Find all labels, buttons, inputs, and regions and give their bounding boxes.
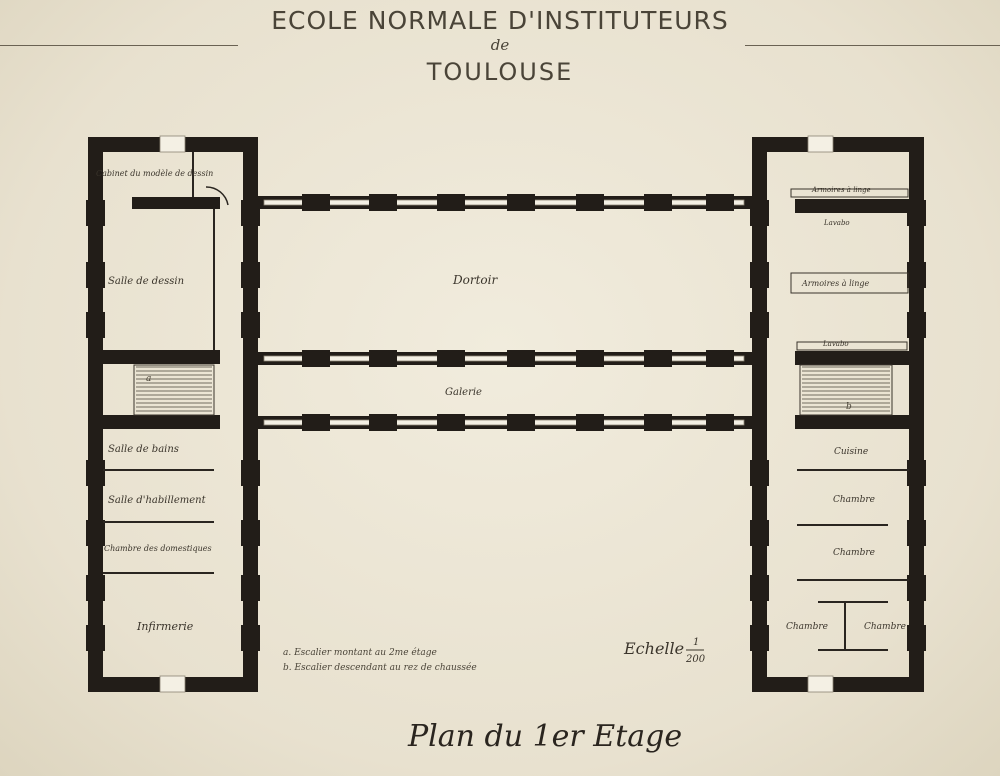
- scale-numerator: 1: [693, 637, 699, 648]
- label-cabinet: Cabinet du modèle de dessin: [96, 169, 213, 178]
- wall-pier: [241, 625, 260, 651]
- wall-pier: [644, 350, 672, 367]
- wall-pier: [576, 194, 604, 211]
- label-galerie: Galerie: [445, 387, 482, 398]
- wall-pier: [706, 350, 734, 367]
- header-rule-left: [0, 45, 238, 46]
- wall-pier: [576, 350, 604, 367]
- wall-pier: [86, 262, 105, 288]
- legend-b: b. Escalier descendant au rez de chaussé…: [283, 662, 477, 673]
- wall-pier: [507, 414, 535, 431]
- wall-pier: [750, 200, 769, 226]
- wall-pier: [706, 414, 734, 431]
- wall-pier: [507, 350, 535, 367]
- partitions: [103, 152, 909, 651]
- windows: [159, 135, 834, 693]
- label-chambre-4: Chambre: [864, 622, 906, 632]
- wall-pier: [241, 312, 260, 338]
- wall-pier: [437, 194, 465, 211]
- stair-a-marker: a: [146, 374, 151, 384]
- wall-pier: [750, 262, 769, 288]
- wall-pier: [750, 575, 769, 601]
- wall-pier: [369, 414, 397, 431]
- wall-lavabo-top: [795, 199, 924, 213]
- wall-pier: [86, 625, 105, 651]
- wall-stairs-north-right: [795, 351, 924, 365]
- wall-cabinet: [132, 197, 220, 209]
- scale-denominator: 200: [685, 654, 706, 665]
- wall-pier: [86, 312, 105, 338]
- wall-right-bottom: [752, 677, 924, 692]
- label-chambre-1: Chambre: [833, 495, 875, 505]
- wall-pier: [750, 520, 769, 546]
- wall-pier: [576, 414, 604, 431]
- stairs: a b: [133, 364, 893, 416]
- wall-pier: [907, 460, 926, 486]
- scale: Echelle 1 200: [623, 637, 706, 665]
- wall-pier: [369, 194, 397, 211]
- label-lavabo-1: Lavabo: [823, 219, 850, 227]
- label-armoires-2: Armoires à linge: [801, 279, 869, 288]
- wall-pier: [750, 460, 769, 486]
- wall-pier: [706, 194, 734, 211]
- wall-pier: [241, 460, 260, 486]
- wall-pier: [907, 200, 926, 226]
- label-salle-vetements: Salle d'habillement: [108, 495, 207, 506]
- legend-a: a. Escalier montant au 2me étage: [283, 647, 437, 658]
- wall-pier: [241, 200, 260, 226]
- wall-pier: [750, 625, 769, 651]
- wall-pier: [907, 625, 926, 651]
- label-lavabo-2: Lavabo: [822, 340, 849, 348]
- label-chambre-3: Chambre: [786, 622, 828, 632]
- wall-pier: [86, 520, 105, 546]
- label-salle-bains: Salle de bains: [108, 444, 179, 455]
- label-armoires-1: Armoires à linge: [811, 186, 871, 194]
- wall-pier: [369, 350, 397, 367]
- wall-pier: [241, 520, 260, 546]
- pillars: [86, 194, 926, 651]
- header-title: ECOLE NORMALE D'INSTITUTEURS: [271, 6, 729, 35]
- wall-pier: [907, 575, 926, 601]
- legend: a. Escalier montant au 2me étage b. Esca…: [283, 647, 477, 673]
- room-labels: Cabinet du modèle de dessin Salle de des…: [96, 169, 906, 633]
- wall-pier: [750, 312, 769, 338]
- wall-pier: [907, 262, 926, 288]
- header-preposition: de: [490, 36, 510, 54]
- label-dortoir: Dortoir: [452, 273, 498, 287]
- wall-pier: [507, 194, 535, 211]
- wall-pier: [644, 414, 672, 431]
- label-chambre-2: Chambre: [833, 548, 875, 558]
- label-salle-dessin: Salle de dessin: [108, 276, 184, 287]
- label-chambre-domestiques: Chambre des domestiques: [104, 544, 212, 553]
- header-city: TOULOUSE: [426, 58, 574, 86]
- label-infirmerie: Infirmerie: [136, 620, 194, 633]
- wall-pier: [86, 460, 105, 486]
- wall-pier: [437, 350, 465, 367]
- wall-stairs-south-left: [88, 415, 220, 429]
- wall-stairs-south-right: [795, 415, 924, 429]
- header-rule-right: [745, 45, 1000, 46]
- wall-stairs-north-left: [88, 350, 220, 364]
- wall-pier: [907, 520, 926, 546]
- wall-pier: [302, 350, 330, 367]
- wall-pier: [302, 194, 330, 211]
- wall-pier: [437, 414, 465, 431]
- wall-pier: [907, 312, 926, 338]
- plan-title: Plan du 1er Etage: [407, 719, 682, 754]
- label-cuisine: Cuisine: [834, 447, 868, 457]
- stair-b-marker: b: [846, 402, 852, 412]
- wall-pier: [302, 414, 330, 431]
- scale-label: Echelle: [623, 639, 684, 658]
- wall-pier: [644, 194, 672, 211]
- wall-pier: [241, 262, 260, 288]
- wall-pier: [241, 575, 260, 601]
- wall-right-top: [752, 137, 924, 152]
- wall-pier: [86, 200, 105, 226]
- wall-pier: [86, 575, 105, 601]
